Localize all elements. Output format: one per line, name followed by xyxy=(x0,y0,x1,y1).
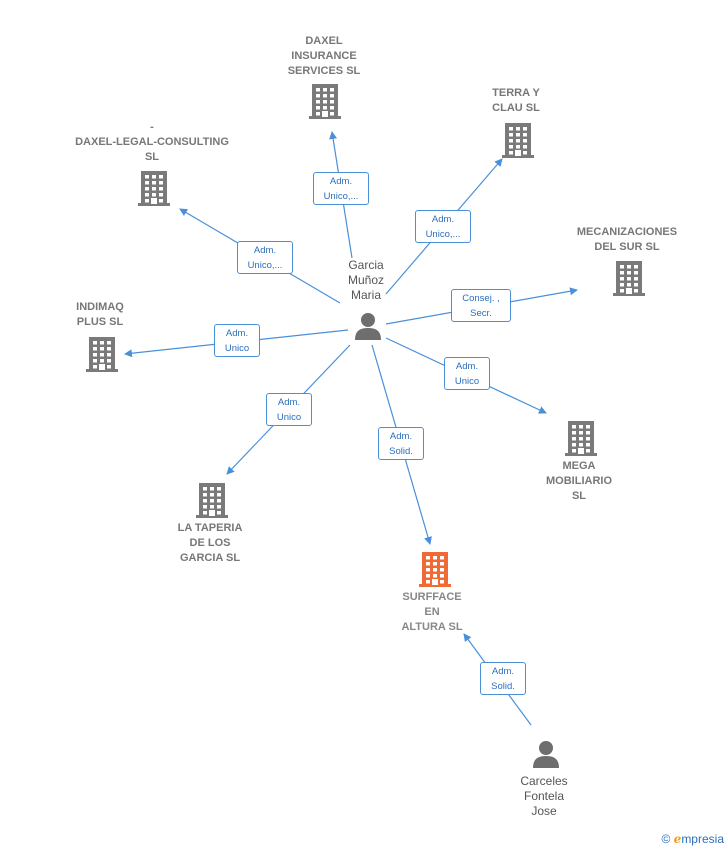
relation-label-terra-y-clau[interactable]: Adm. Unico,... xyxy=(415,210,471,243)
company-label-terra-y-clau[interactable]: TERRA Y CLAU SL xyxy=(492,87,540,114)
company-label-indimaq[interactable]: INDIMAQ PLUS SL xyxy=(76,301,124,328)
company-label-surfface[interactable]: SURFFACE EN ALTURA SL xyxy=(401,591,463,633)
building-icon[interactable] xyxy=(195,481,229,524)
building-icon[interactable] xyxy=(418,550,452,593)
building-icon[interactable] xyxy=(308,82,342,125)
copyright-symbol: © xyxy=(661,832,671,846)
person-icon[interactable] xyxy=(353,311,383,346)
relation-label-indimaq[interactable]: Adm. Unico xyxy=(214,324,260,357)
company-label-mega-mobiliario[interactable]: MEGA MOBILIARIO SL xyxy=(546,460,612,502)
relation-label-la-taperia[interactable]: Adm. Unico xyxy=(266,393,312,426)
relation-label-daxel-legal[interactable]: Adm. Unico,... xyxy=(237,241,293,274)
building-icon[interactable] xyxy=(85,335,119,378)
relation-label-surfface[interactable]: Adm. Solid. xyxy=(378,427,424,460)
brand-name: mpresia xyxy=(681,832,724,846)
building-icon[interactable] xyxy=(564,419,598,462)
building-icon[interactable] xyxy=(501,121,535,164)
relation-label-daxel-insurance[interactable]: Adm. Unico,... xyxy=(313,172,369,205)
person-label-second[interactable]: Carceles Fontela Jose xyxy=(520,774,568,818)
person-label-center[interactable]: Garcia Muñoz Maria xyxy=(347,258,385,302)
relation-label-surfface[interactable]: Adm. Solid. xyxy=(480,662,526,695)
person-icon[interactable] xyxy=(531,739,561,774)
relation-label-mega-mobiliario[interactable]: Adm. Unico xyxy=(444,357,490,390)
footer-brand[interactable]: © empresia xyxy=(661,832,724,846)
relation-label-mecanizaciones[interactable]: Consej. , Secr. xyxy=(451,289,511,322)
company-label-daxel-legal[interactable]: - DAXEL-LEGAL-CONSULTING SL xyxy=(75,121,229,163)
company-label-la-taperia[interactable]: LA TAPERIA DE LOS GARCIA SL xyxy=(177,522,243,564)
company-label-daxel-insurance[interactable]: DAXEL INSURANCE SERVICES SL xyxy=(287,35,361,77)
brand-logo-initial: e xyxy=(673,832,682,846)
building-icon[interactable] xyxy=(137,169,171,212)
company-label-mecanizaciones[interactable]: MECANIZACIONES DEL SUR SL xyxy=(576,226,678,253)
building-icon[interactable] xyxy=(612,259,646,302)
